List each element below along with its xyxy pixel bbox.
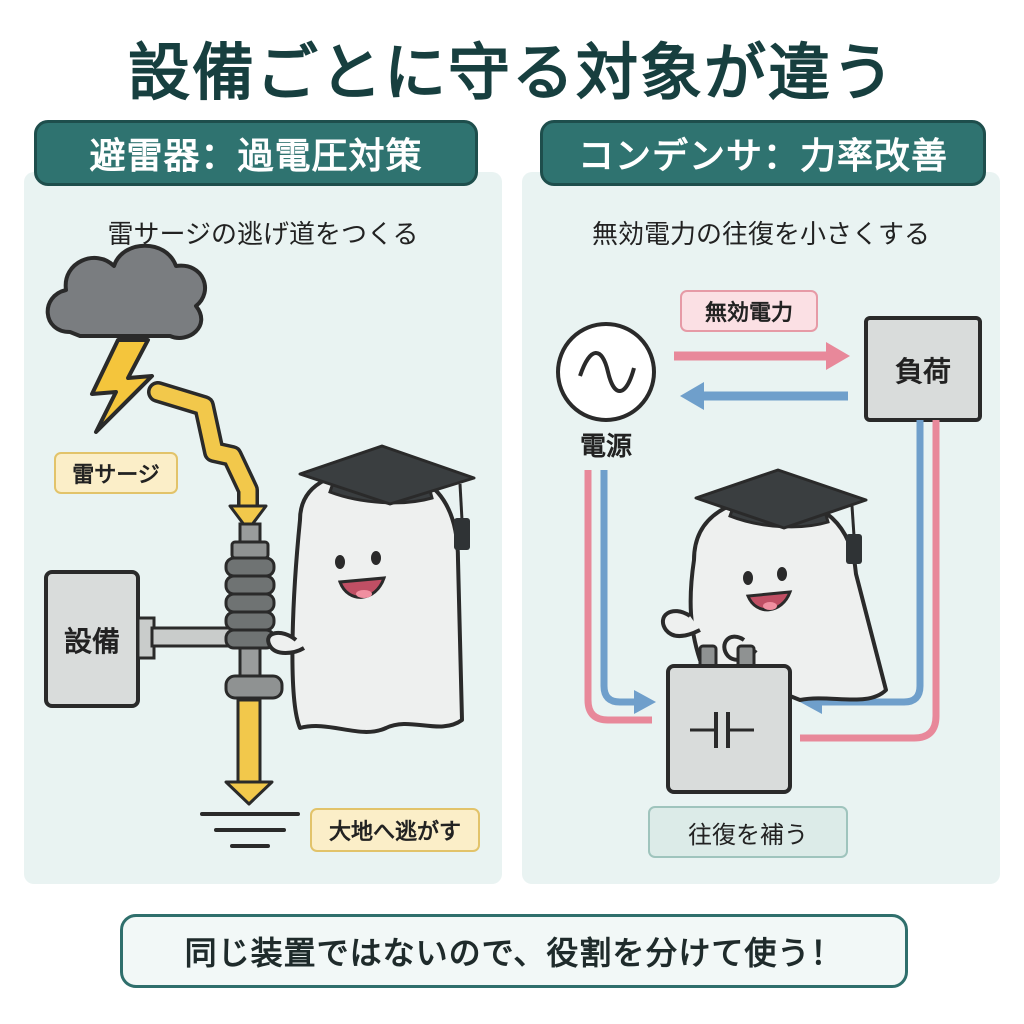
lightning-icon xyxy=(90,338,154,434)
capacitor-icon xyxy=(666,644,792,794)
equipment-connector xyxy=(150,626,234,648)
ground-label: 大地へ逃がす xyxy=(310,808,480,852)
compensate-label: 往復を補う xyxy=(648,806,848,858)
equipment-label: 設備 xyxy=(63,625,120,658)
ground-path-arrow xyxy=(224,698,274,806)
arrester-subtitle: 雷サージの逃げ道をつくる xyxy=(107,220,419,250)
capacitor-header: コンデンサ：力率改善 xyxy=(540,120,986,186)
storm-cloud-icon xyxy=(45,243,207,340)
capacitor-subtitle: 無効電力の往復を小さくする xyxy=(591,220,930,250)
load-label: 負荷 xyxy=(894,355,951,388)
mortarboard-icon xyxy=(298,444,476,550)
reactive-forward-arrow xyxy=(674,342,850,370)
mortarboard-icon xyxy=(694,468,868,564)
page-title: 設備ごとに守る対象が違う xyxy=(127,36,896,109)
source-to-capacitor-lines xyxy=(584,470,656,724)
reactive-return-arrow xyxy=(680,382,848,410)
ghost-mascot-left xyxy=(266,444,476,734)
surge-path-arrow xyxy=(147,381,268,532)
ac-source-icon xyxy=(556,322,656,422)
footer-message: 同じ装置ではないので、役割を分けて使う！ xyxy=(120,914,908,988)
ground-icon xyxy=(200,812,300,848)
arrester-icon xyxy=(224,522,284,700)
surge-label: 雷サージ xyxy=(54,452,178,494)
arrester-header: 避雷器：過電圧対策 xyxy=(34,120,478,186)
source-label: 電源 xyxy=(579,431,632,462)
reactive-power-label: 無効電力 xyxy=(680,290,818,332)
